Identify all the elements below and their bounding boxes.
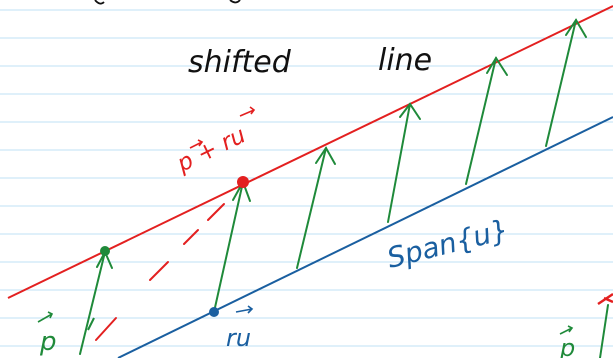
over-arrow-icon <box>37 311 54 323</box>
over-arrow-icon-2 <box>239 106 256 117</box>
label-p-plus-ru: p + ru <box>172 106 256 178</box>
shifted-line <box>7 5 613 299</box>
point-p-plus-ru <box>237 176 249 188</box>
over-arrow-icon <box>189 139 204 149</box>
arrow-4 <box>387 102 421 223</box>
arrow-6 <box>545 18 587 147</box>
svg-text:p: p <box>39 327 57 357</box>
arrow-p-plus-ru <box>213 179 251 313</box>
translation-arrows <box>79 18 609 358</box>
label-ru: ru <box>226 305 254 352</box>
label-p-right: p <box>559 325 575 358</box>
green-tick <box>87 317 95 331</box>
top-scribble <box>94 0 241 5</box>
svg-text:ru: ru <box>226 324 251 352</box>
point-p <box>100 246 110 256</box>
svg-text:p: p <box>559 334 575 358</box>
arrow-3 <box>296 146 336 269</box>
label-span-u: Span{u} <box>384 213 512 275</box>
point-ru <box>209 307 219 317</box>
over-arrow-icon <box>559 325 574 335</box>
dashed-guide <box>95 203 225 341</box>
over-arrow-icon <box>235 305 254 314</box>
title-word-shifted: shifted <box>188 45 292 80</box>
arrow-5 <box>465 56 508 185</box>
notebook-ruling <box>0 9 613 347</box>
span-u-line <box>117 116 613 358</box>
label-p: p <box>37 311 57 357</box>
right-edge-red-mark <box>597 292 613 306</box>
svg-text:p + ru: p + ru <box>172 122 249 178</box>
title-word-line: line <box>378 43 432 78</box>
arrow-right-edge <box>599 304 609 358</box>
